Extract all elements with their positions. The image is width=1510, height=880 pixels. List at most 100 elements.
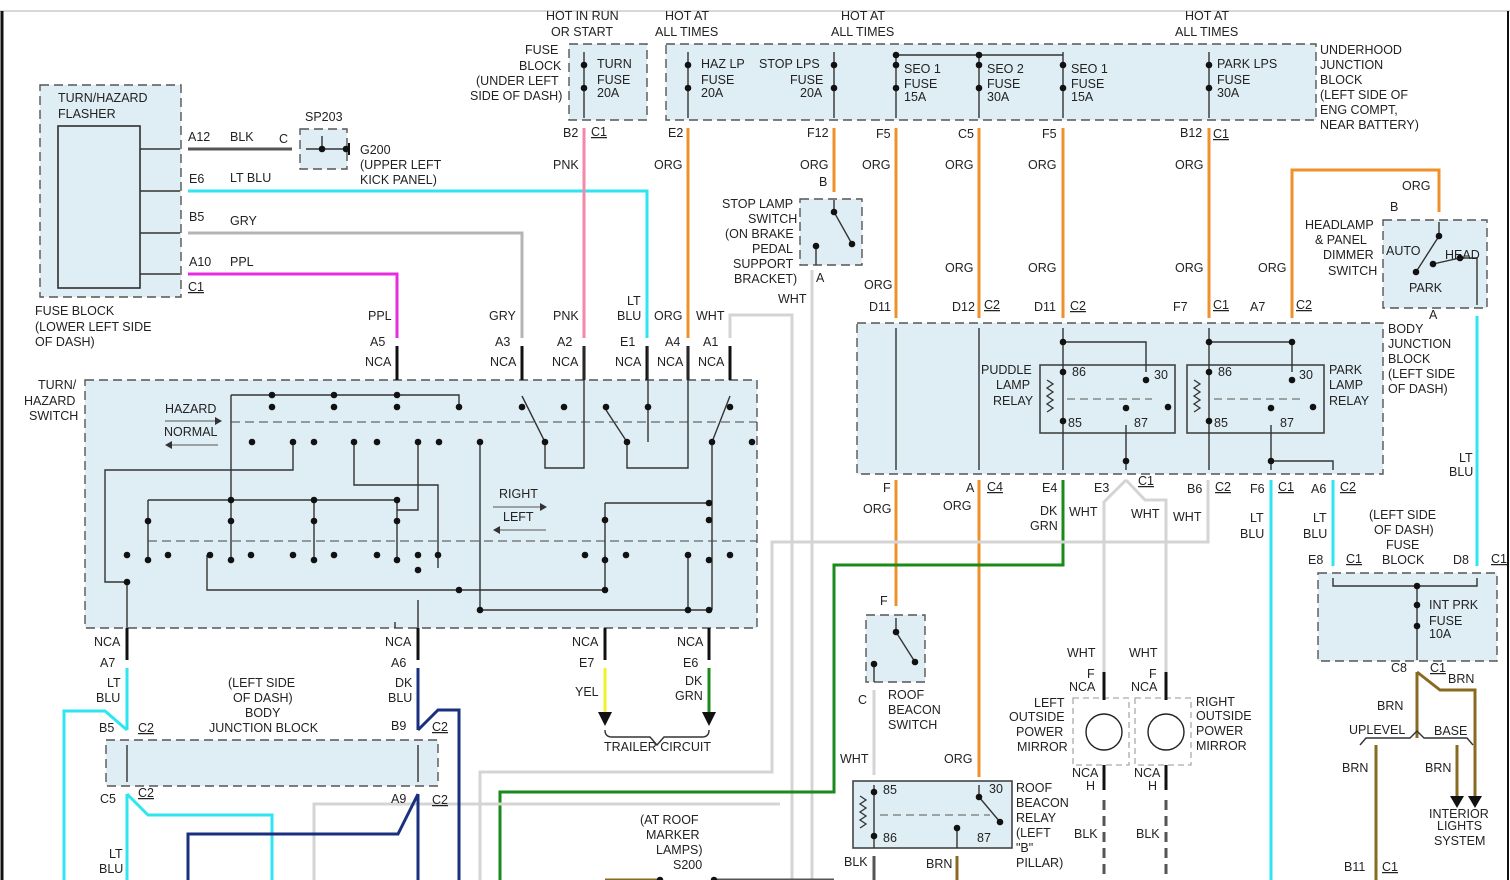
junction-dot — [247, 551, 255, 559]
labels-15: PNK — [553, 309, 579, 323]
labels-105: BRN — [926, 857, 952, 871]
labels-52: ORG — [863, 502, 891, 516]
labels-30: ORG — [800, 158, 828, 172]
right-mirror-2: OUTSIDE — [1196, 709, 1252, 723]
labels-2: C — [279, 132, 288, 146]
haz-lp-fuse-3: 20A — [701, 86, 724, 100]
puddle-relay-1: PUDDLE — [981, 363, 1032, 377]
wire-wht-b6 — [478, 480, 1210, 880]
underhood-caption-6: NEAR BATTERY) — [1320, 118, 1419, 132]
junction-dot — [310, 517, 318, 525]
labels-5: B5 — [189, 210, 204, 224]
junction-dot — [330, 403, 338, 411]
junction-dot — [1413, 601, 1421, 609]
junction-dot — [144, 556, 152, 564]
junction-dot — [227, 517, 235, 525]
labels-10: A5 — [370, 335, 385, 349]
underhood-junction-block — [665, 43, 1317, 121]
labels-13: A3 — [495, 335, 510, 349]
seo1-fuse-b-2: FUSE — [1071, 77, 1104, 91]
labels-1: BLK — [230, 130, 254, 144]
seo1-fuse-b-3: 15A — [1071, 90, 1094, 104]
hot-run-1: HOT IN RUN — [546, 9, 619, 23]
junction-dot — [870, 832, 878, 840]
stop-switch-2: SWITCH — [748, 212, 797, 226]
left-mirror-4: MIRROR — [1017, 740, 1068, 754]
wire-ltblu-e6 — [188, 189, 649, 338]
conn_labels-2: C1 — [1213, 127, 1229, 141]
labels-102: WHT — [840, 752, 869, 766]
junction-dot — [1122, 457, 1130, 465]
labels-57: GRN — [1030, 519, 1058, 533]
conn_labels-0: C1 — [188, 280, 204, 294]
labels-28: PNK — [553, 158, 579, 172]
conn_labels-15: C2 — [138, 721, 154, 735]
junction-dot — [601, 516, 609, 524]
junction-dot — [1429, 260, 1437, 268]
junction-dot — [710, 876, 718, 880]
labels-0: A12 — [188, 130, 210, 144]
labels-103: ORG — [944, 752, 972, 766]
labels-89: C5 — [100, 792, 116, 806]
park-relay-2: LAMP — [1329, 378, 1363, 392]
labels-81: LT — [107, 676, 121, 690]
junction-dot — [1164, 403, 1172, 411]
trailer-grn-terminal — [702, 712, 716, 726]
junction-dot — [812, 242, 820, 250]
wire-wht-e3b — [1124, 478, 1168, 672]
labels-21: NCA — [615, 355, 642, 369]
roof-relay-1: ROOF — [1016, 781, 1052, 795]
labels-82: BLU — [96, 691, 120, 705]
pin-f5-a: F5 — [876, 127, 891, 141]
body-jb-caption-4: (LEFT SIDE — [1388, 367, 1455, 381]
roof-relay-6: PILLAR) — [1016, 856, 1063, 870]
seo2-fuse-3: 30A — [987, 90, 1010, 104]
puddle-pin-87: 87 — [1134, 416, 1148, 430]
junction-dot — [684, 551, 692, 559]
turn-fuse-amp: 20A — [597, 86, 620, 100]
roof-marker-3: LAMPS) — [656, 843, 703, 857]
turn-fuse-word: FUSE — [597, 73, 630, 87]
base-label: BASE — [1434, 724, 1467, 738]
hazard-mode: HAZARD — [165, 402, 216, 416]
park-pin-30: 30 — [1299, 368, 1313, 382]
labels-109: WHT — [1129, 646, 1158, 660]
hazard-switch-1: TURN/ — [38, 378, 77, 392]
park-pin-87: 87 — [1280, 416, 1294, 430]
junction-dot — [830, 84, 838, 92]
puddle-relay-2: LAMP — [996, 378, 1030, 392]
int-fuse-block — [1317, 572, 1498, 662]
labels-38: ORG — [945, 261, 973, 275]
labels-12: GRY — [489, 309, 517, 323]
diagram-labels: TURN/HAZARD FLASHER FUSE BLOCK (LOWER LE… — [24, 9, 1489, 872]
junction-dot — [830, 61, 838, 69]
labels-19: BLU — [617, 309, 641, 323]
labels-101: C — [858, 693, 867, 707]
junction-dot — [268, 403, 276, 411]
seo2-fuse-2: FUSE — [987, 77, 1020, 91]
body-jb-caption-5: OF DASH) — [1388, 382, 1448, 396]
stop-lps-fuse-2: FUSE — [790, 73, 823, 87]
labels-67: LT — [1313, 511, 1327, 525]
junction-dot — [748, 438, 756, 446]
junction-dot — [1267, 457, 1275, 465]
haz-lp-fuse-1: HAZ LP — [701, 57, 745, 71]
wire-brn-c8b — [1416, 670, 1477, 800]
right-arrowhead-icon — [540, 503, 547, 511]
pin-c5: C5 — [958, 127, 974, 141]
puddle-pin-85: 85 — [1068, 416, 1082, 430]
wire-ltblu-c5b — [125, 792, 274, 880]
junction-dot — [373, 551, 381, 559]
junction-dot — [644, 403, 652, 411]
junction-dot — [726, 551, 734, 559]
turn-hazard-flasher — [57, 125, 141, 289]
interior-3: SYSTEM — [1434, 834, 1485, 848]
int-fuse-caption-3: FUSE — [1386, 538, 1419, 552]
junction-dot — [310, 438, 318, 446]
junction-dot — [830, 208, 838, 216]
labels-74: BRN — [1448, 672, 1474, 686]
stop-lamp-switch — [799, 198, 863, 266]
labels-111: NCA — [1131, 680, 1158, 694]
hot-at-all-times-b-1: HOT AT — [841, 9, 885, 23]
